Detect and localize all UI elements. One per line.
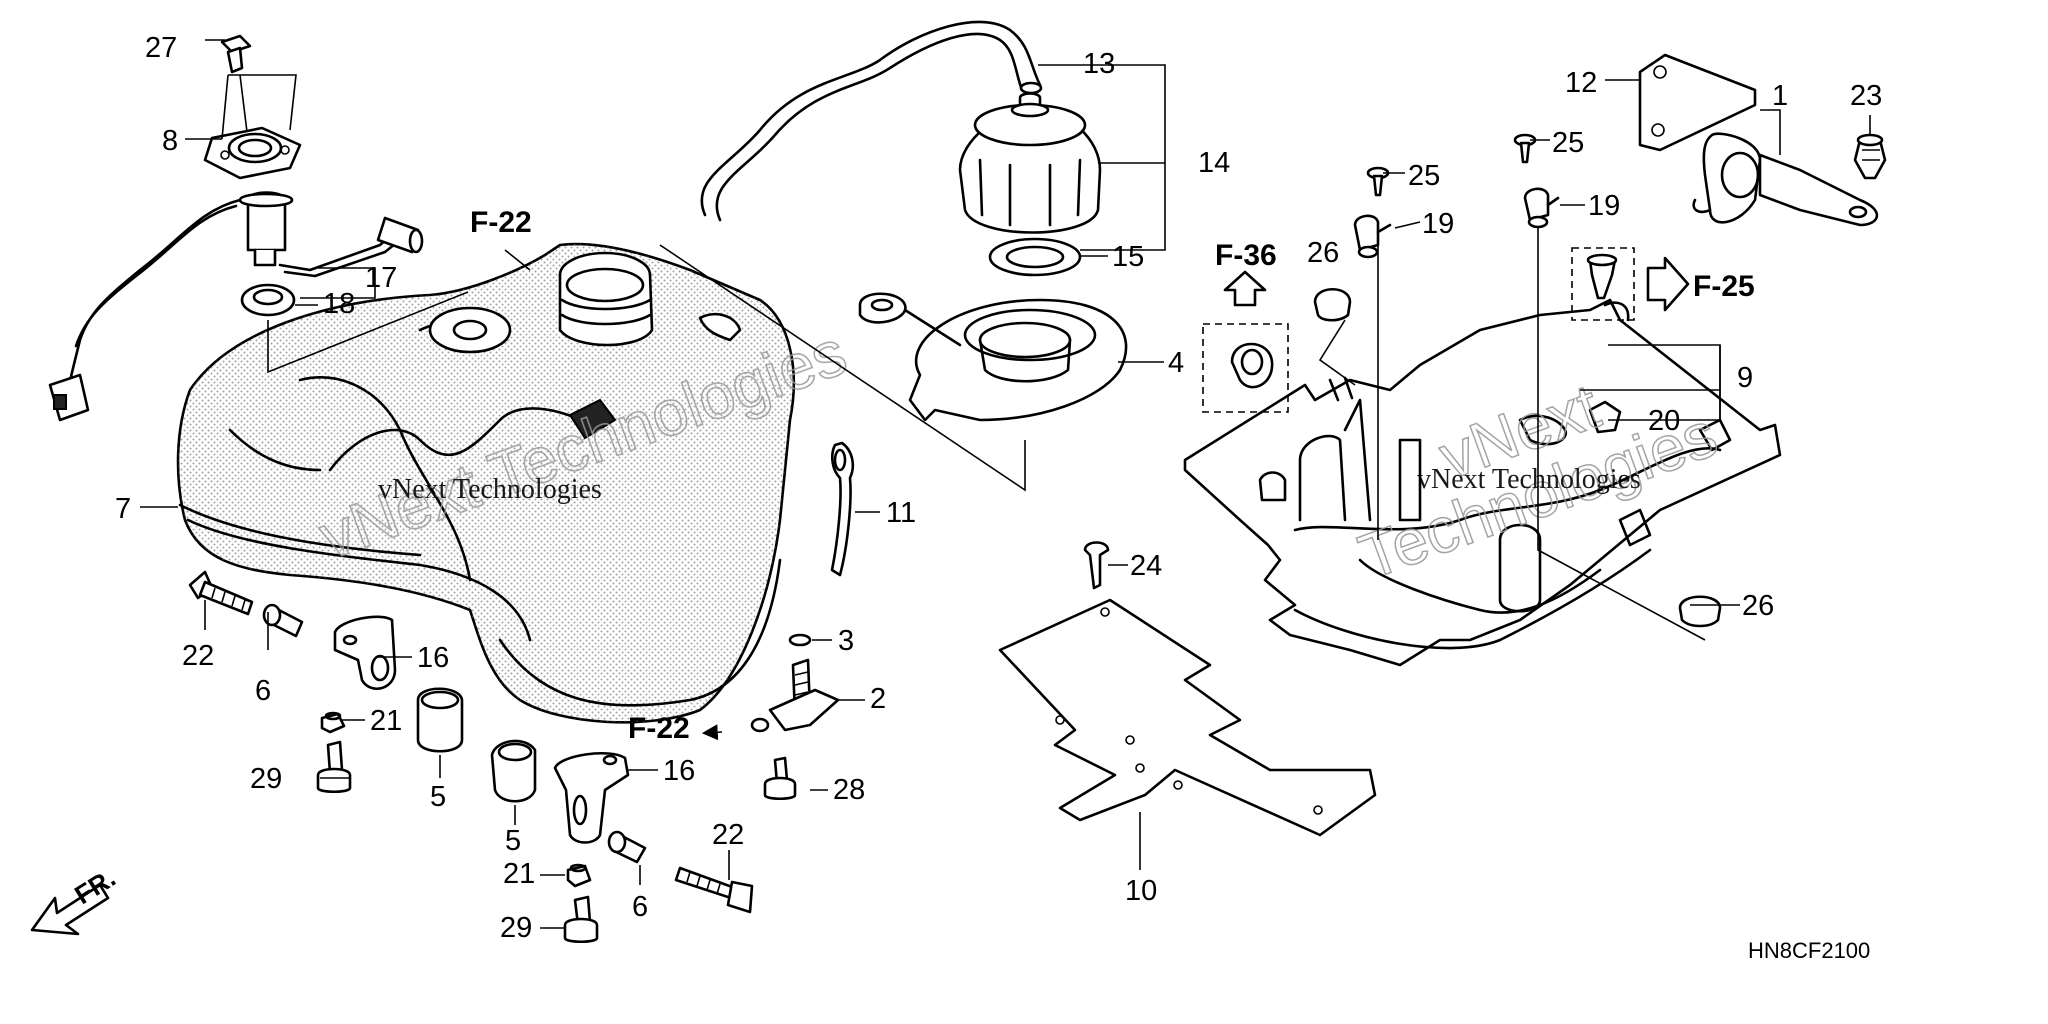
fuel-cap-assembly: [700, 20, 1102, 277]
callout-8: 8: [162, 125, 178, 157]
callout-2: 2: [870, 683, 886, 715]
leader-lines: [140, 39, 1871, 929]
callout-23: 23: [1850, 80, 1882, 112]
callout-6-left: 6: [255, 675, 271, 707]
callout-29-bottom: 29: [500, 912, 532, 944]
callout-28: 28: [833, 774, 865, 806]
callout-11: 11: [886, 497, 916, 529]
callout-27: 27: [145, 32, 177, 64]
callout-5-bottom: 5: [505, 825, 521, 857]
watermark-text-left: vNext Technologies: [378, 474, 602, 505]
fuel-pump: [48, 34, 424, 422]
callout-7: 7: [115, 493, 131, 525]
callout-16-bottom: 16: [663, 755, 695, 787]
callout-5-left: 5: [430, 781, 446, 813]
callout-19-left: 19: [1422, 208, 1454, 240]
watermark-text-right: vNext Technologies: [1417, 464, 1641, 495]
reference-box-f36: [1202, 270, 1289, 413]
callout-22-left: 22: [182, 640, 214, 672]
callout-18: 18: [323, 288, 355, 320]
callout-19-right: 19: [1588, 190, 1620, 222]
front-direction-arrow: [30, 883, 110, 936]
ref-f36: F-36: [1215, 239, 1277, 272]
callout-6-bottom: 6: [632, 891, 648, 923]
callout-numbers: 27 8 17 18 7 22 6 16 21 29 5 5 16 21 29 …: [115, 32, 1882, 944]
ref-f22-bottom: F-22: [628, 712, 690, 745]
callout-26-top: 26: [1307, 237, 1339, 269]
callout-10: 10: [1125, 875, 1157, 907]
callout-21-left: 21: [370, 705, 402, 737]
callout-16-left: 16: [417, 642, 449, 674]
callout-15: 15: [1112, 241, 1144, 273]
callout-1: 1: [1772, 80, 1788, 112]
reference-box-f25: [1571, 247, 1690, 321]
fuel-unit: [750, 633, 840, 801]
callout-22-bottom: 22: [712, 819, 744, 851]
callout-14: 14: [1198, 147, 1230, 179]
callout-25-left: 25: [1408, 160, 1440, 192]
under-cover: [1183, 133, 1782, 667]
bottom-mount-hardware: [490, 739, 754, 944]
heat-guard: [998, 541, 1377, 837]
callout-21-bottom: 21: [503, 858, 535, 890]
callout-29-left: 29: [250, 763, 282, 795]
left-mount-hardware: [188, 570, 464, 794]
callout-26-bottom: 26: [1742, 590, 1774, 622]
reference-labels: F-22 F-22 F-36 F-25: [470, 206, 1755, 745]
ref-f25: F-25: [1693, 270, 1755, 303]
callout-25-right: 25: [1552, 127, 1584, 159]
callout-20: 20: [1648, 405, 1680, 437]
callout-12: 12: [1565, 67, 1597, 99]
callout-24: 24: [1130, 550, 1162, 582]
callout-3: 3: [838, 625, 854, 657]
callout-4: 4: [1168, 347, 1184, 379]
callout-17: 17: [365, 262, 397, 294]
callout-9: 9: [1737, 362, 1753, 394]
diagram-code: HN8CF2100: [1748, 938, 1870, 963]
brackets-upper-right: [1638, 53, 1887, 227]
filler-cup: [858, 292, 1128, 422]
fuel-tank: [176, 242, 796, 724]
strap: [830, 441, 855, 577]
ref-f22-top: F-22: [470, 206, 532, 239]
callout-13: 13: [1083, 48, 1115, 80]
